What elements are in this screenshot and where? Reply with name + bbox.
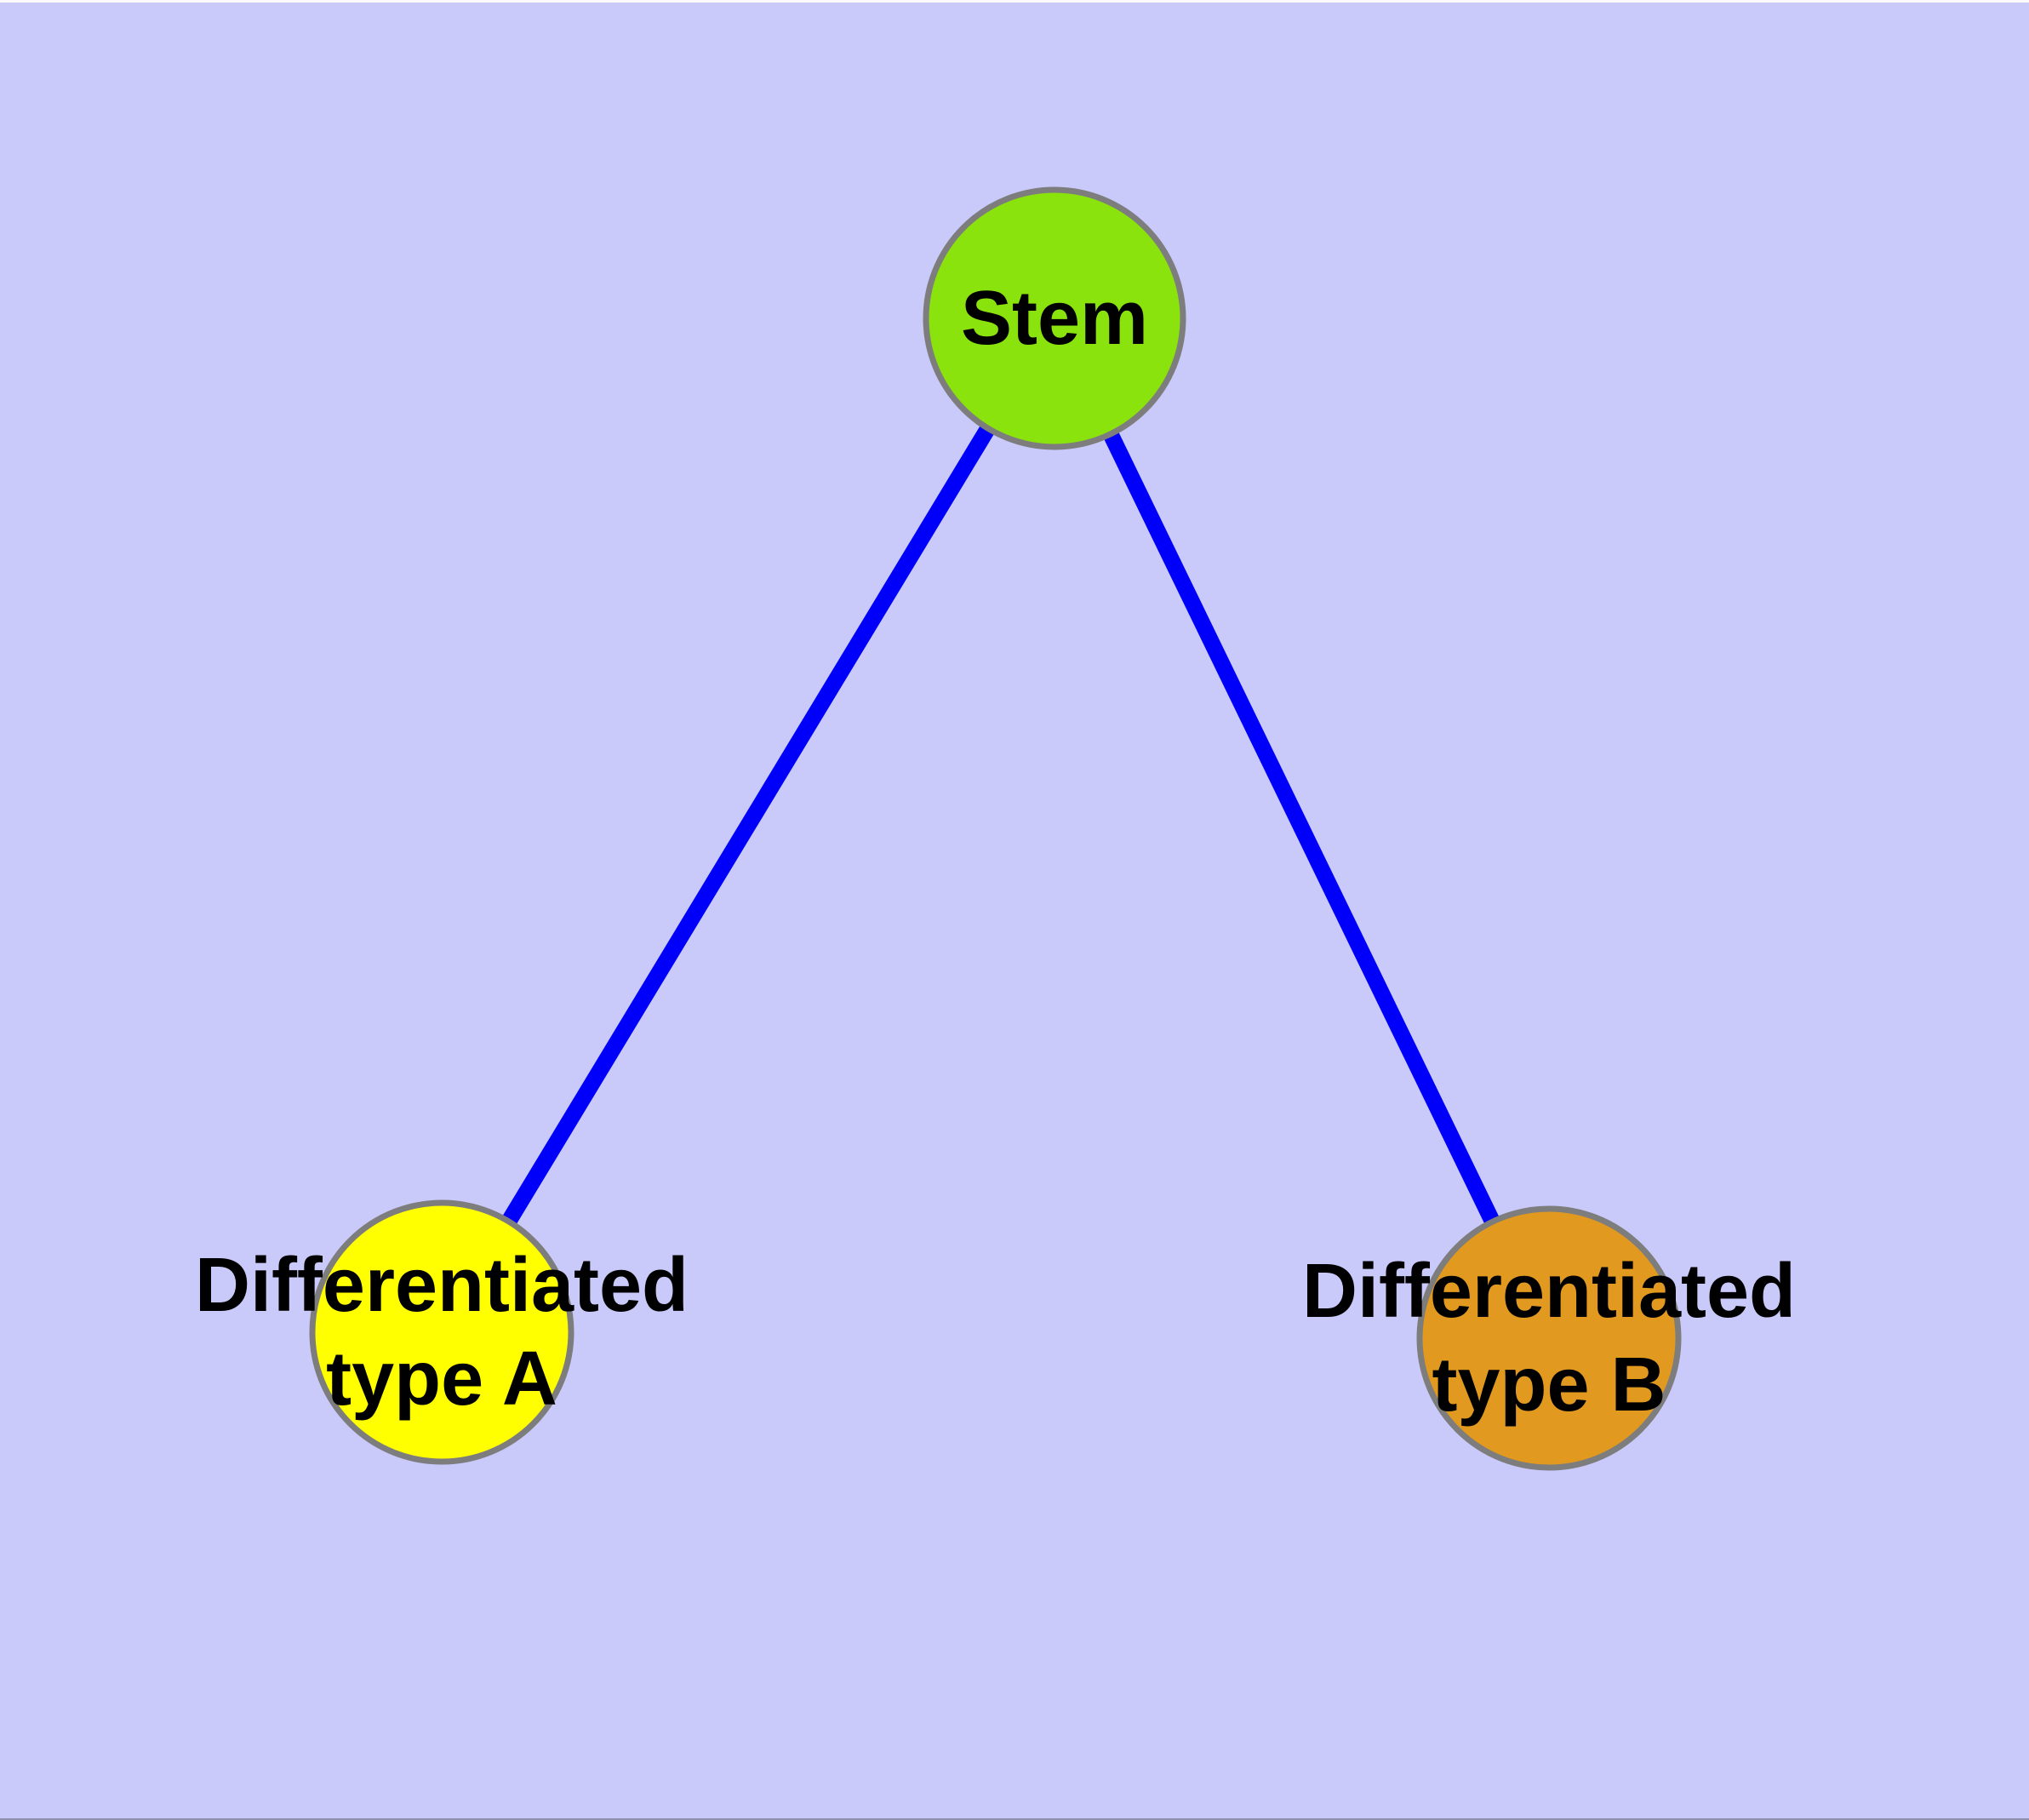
edge-stem-to-differentiated-type-a xyxy=(434,314,1062,1336)
node-stem[interactable]: Stem xyxy=(923,186,1186,450)
node-differentiated-type-a-circle[interactable] xyxy=(309,1199,574,1465)
canvas-bottom-edge-line xyxy=(0,1818,2029,1820)
node-stem-label: Stem xyxy=(961,276,1148,361)
node-stem-circle[interactable] xyxy=(923,186,1186,450)
canvas-top-edge-line xyxy=(0,0,2029,3)
edge-stem-to-differentiated-type-b xyxy=(1047,314,1557,1342)
node-differentiated-type-b-circle[interactable] xyxy=(1416,1205,1682,1471)
